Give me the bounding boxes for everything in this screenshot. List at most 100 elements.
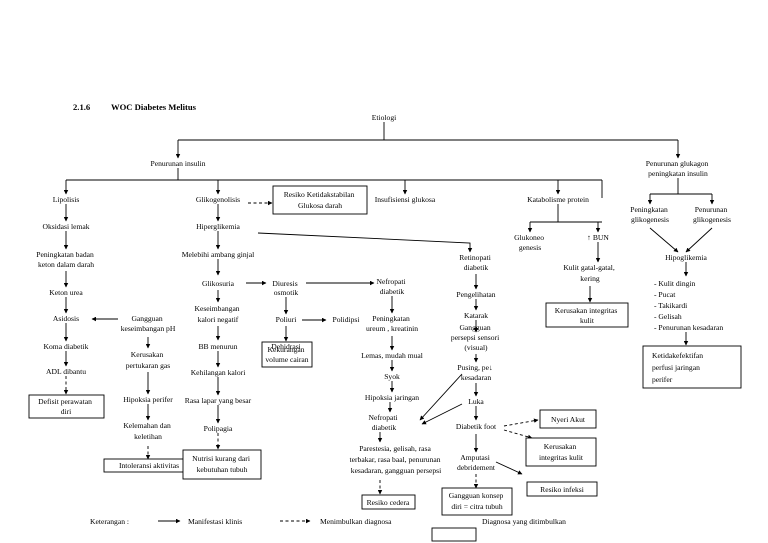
node-line: Nefropati (368, 413, 397, 422)
node-kerusakan-integritas-2: Kerusakan integritas kulit (539, 442, 584, 462)
node-line: Resiko Ketidakstabilan (284, 190, 355, 199)
node-line: glikogenesis (693, 215, 731, 224)
node-luka: Luka (468, 397, 484, 406)
node-hipoksia-jaringan: Hipoksia jaringan (365, 393, 419, 402)
node-oksidasi-lemak: Oksidasi lemak (42, 222, 89, 231)
node-adl-dibantu: ADL dibantu (46, 367, 86, 376)
connectors (63, 122, 715, 495)
legend-dashed-label: Menimbulkan diagnosa (320, 517, 392, 526)
node-pusing: Pusing, pe↓ kesadaran (457, 363, 494, 382)
node-penurunan-glikogenesis: Penurunan glikogenesis (693, 205, 731, 224)
diagnosis-boxes (28, 185, 742, 516)
node-dehidrasi: Dehidrasi (271, 342, 301, 351)
node-line: Penurunan glukagon (646, 159, 709, 168)
node-penurunan-glukagon: Penurunan glukagon peningkatan insulin (646, 159, 711, 178)
node-line: Penurunan (695, 205, 728, 214)
node-katabolisme-protein: Katabolisme protein (527, 195, 589, 204)
node-line: Pusing, pe↓ (457, 363, 492, 372)
node-line: keton dalam darah (38, 260, 94, 269)
section-number: 2.1.6 (73, 102, 91, 112)
node-line: keletihan (134, 432, 162, 441)
node-insufisiensi-glukosa: Insufisiensi glukosa (375, 195, 436, 204)
node-line: kebutuhan tubuh (197, 465, 248, 474)
node-nefropati-2: Nefropati diabetik (368, 413, 399, 432)
node-glukoneogenesis: Glukoneo genesis (514, 233, 546, 252)
node-hipoglikemia: Hipoglikemia (665, 253, 707, 262)
node-line: diabetik (372, 423, 397, 432)
node-resiko-infeksi: Resiko infeksi (540, 485, 584, 494)
node-line: kesadaran, gangguan persepsi (351, 466, 441, 475)
node-gejala-hipoglikemia: - Kulit dingin - Pucat - Takikardi - Gel… (654, 279, 723, 332)
node-resiko-cedera: Resiko cedera (367, 498, 410, 507)
node-line: terbakar, rasa baal, penurunan (350, 455, 441, 464)
node-peningkatan-glikogenesis: Peningkatan glikogenesis (630, 205, 669, 224)
node-line: - Takikardi (654, 301, 687, 310)
node-kerusakan-pertukaran-gas: Kerusakan pertukaran gas (126, 350, 171, 370)
node-line: keseimbangan pH (121, 324, 176, 333)
node-line: Defisit perawatan (38, 397, 92, 406)
section-title: WOC Diabetes Melitus (111, 102, 197, 112)
node-line: - Penurunan kesadaran (654, 323, 723, 332)
node-kulit-gatal: Kulit gatal-gatal, kering (563, 263, 616, 283)
node-line: diri (61, 407, 72, 416)
node-diuresis-osmotik: Diuresis osmotik (272, 279, 299, 297)
legend-solid-label: Manifestasi klinis (188, 517, 242, 526)
node-line: pertukaran gas (126, 361, 171, 370)
node-kehilangan-kalori: Kehilangan kalori (191, 368, 246, 377)
node-katarak: Katarak (464, 311, 488, 320)
node-peningkatan-ureum: Peningkatan ureum , kreatinin (366, 314, 418, 333)
node-line: ureum , kreatinin (366, 324, 418, 333)
node-hipoksia-perifer: Hipoksia perifer (123, 395, 173, 404)
legend-title: Keterangan : (90, 517, 129, 526)
node-line: Ketidakefektifan (652, 351, 703, 360)
node-gangguan-konsep-diri: Gangguan konsep diri = citra tubuh (449, 491, 506, 511)
node-line: glikogenesis (631, 215, 669, 224)
node-glikogenolisis: Glikogenolisis (196, 195, 240, 204)
node-line: diri = citra tubuh (451, 502, 503, 511)
node-line: genesis (519, 243, 541, 252)
node-line: volume cairan (265, 355, 308, 364)
node-line: debridement (457, 463, 496, 472)
node-line: Kerusakan integritas (555, 306, 618, 315)
node-kekurangan-volume: Kekurangan volume cairan (265, 345, 308, 364)
node-line: Peningkatan badan (36, 250, 94, 259)
node-poliuri: Poliuri (276, 315, 297, 324)
node-bb-menurun: BB menurun (198, 342, 237, 351)
legend-box-label: Diagnosa yang ditimbulkan (482, 517, 566, 526)
node-polipagia: Polipagia (204, 424, 233, 433)
node-line: Kulit gatal-gatal, (563, 263, 615, 272)
node-line: Amputasi (460, 453, 490, 462)
node-line: - Kulit dingin (654, 279, 696, 288)
node-line: peningkatan insulin (648, 169, 708, 178)
node-nutrisi-kurang: Nutrisi kurang dari kebutuhan tubuh (192, 454, 252, 474)
node-line: diabetik (464, 263, 489, 272)
node-defisit-perawatan: Defisit perawatan diri (38, 397, 94, 416)
node-line: osmotik (274, 288, 299, 297)
node-hiperglikemia: Hiperglikemia (196, 222, 240, 231)
node-line: kulit (580, 316, 595, 325)
node-nefropati-1: Nefropati diabetik (376, 277, 407, 296)
node-line: Peningkatan (372, 314, 410, 323)
node-pengelihatan: Pengelihatan (456, 290, 495, 299)
node-line: Gangguan (131, 314, 162, 323)
node-line: kering (580, 274, 600, 283)
node-melebihi-ambang-ginjal: Melebihi ambang ginjal (182, 250, 255, 259)
node-parestesia: Parestesia, gelisah, rasa terbakar, rasa… (350, 444, 443, 475)
node-line: kesadaran (461, 373, 492, 382)
node-line: Kelemahan dan (123, 421, 171, 430)
node-line: persepsi sensori (451, 333, 499, 342)
node-syok: Syok (384, 372, 400, 381)
node-line: Retinopati (459, 253, 491, 262)
node-kerusakan-integritas-1: Kerusakan integritas kulit (555, 306, 620, 325)
node-line: Kerusakan (544, 442, 577, 451)
node-intoleransi: Intoleransi aktivitas (119, 461, 179, 470)
node-penurunan-insulin: Penurunan insulin (150, 159, 205, 168)
node-lipolisis: Lipolisis (53, 195, 80, 204)
node-gangguan-persepsi: Gangguan persepsi sensori (visual) (451, 323, 501, 352)
node-line: Parestesia, gelisah, rasa (359, 444, 431, 453)
node-kelemahan: Kelemahan dan keletihan (123, 421, 172, 441)
node-line: Nutrisi kurang dari (192, 454, 250, 463)
node-line: Diuresis (272, 279, 297, 288)
legend-box (431, 527, 477, 542)
